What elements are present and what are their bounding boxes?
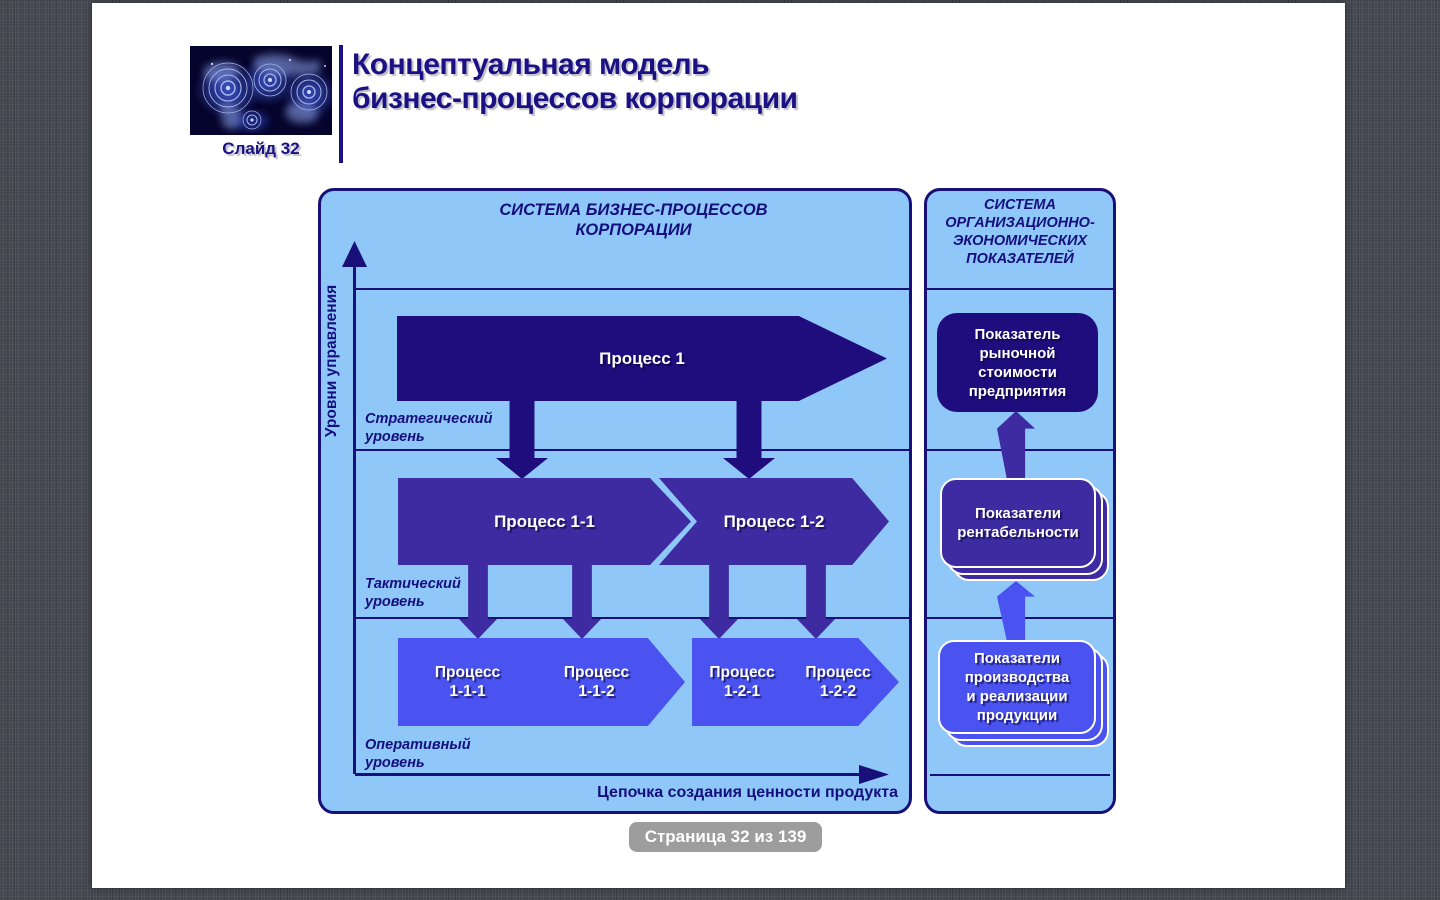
indicator-system-header: СИСТЕМА ОРГАНИЗАЦИОННО- ЭКОНОМИЧЕСКИХ ПО… [945, 197, 1095, 267]
page-indicator-text: Страница 32 из 139 [644, 827, 807, 846]
profitability-indicator-face: Показатели рентабельности [940, 478, 1096, 568]
page-indicator-badge: Страница 32 из 139 [629, 822, 822, 852]
presentation-slide: Слайд 32 Концептуальная модель бизнес-пр… [92, 3, 1345, 888]
process-1-1-arrow: Процесс 1-1 [398, 478, 691, 565]
profitability-indicator-label: Показатели рентабельности [957, 505, 1079, 541]
process-1-label: Процесс 1 [599, 348, 685, 368]
market-value-indicator-label: Показатель рыночной стоимости предприяти… [968, 325, 1067, 400]
process-1-2-arrow: Процесс 1-2 [659, 478, 889, 565]
value-chain-label: Цепочка создания ценности продукта [597, 784, 898, 801]
production-indicator-face: Показатели производства и реализации про… [938, 640, 1096, 734]
levels-axis-label: Уровни управления [323, 284, 340, 438]
section-line-operational [355, 617, 909, 619]
level-label-tactical: Тактический уровень [365, 576, 461, 610]
slide-number-label: Слайд 32 [222, 139, 300, 158]
world-map-logo [190, 46, 334, 135]
process-1-1-2-label: Процесс 1-1-2 [563, 664, 630, 700]
level-label-operational: Оперативный уровень [365, 737, 471, 771]
market-value-indicator-box: Показатель рыночной стоимости предприяти… [937, 313, 1098, 412]
process-1-2-label: Процесс 1-2 [723, 511, 825, 531]
process-1-2-2-label: Процесс 1-2-2 [805, 664, 871, 700]
process-1-arrow: Процесс 1 [397, 316, 887, 401]
level-label-strategic: Стратегический уровень [365, 411, 493, 445]
profitability-indicator-box: Показатели рентабельности [940, 478, 1109, 581]
header-divider [339, 45, 343, 163]
section-line-strategic [355, 288, 909, 290]
business-process-system-header: СИСТЕМА БИЗНЕС-ПРОЦЕССОВ КОРПОРАЦИИ [499, 201, 768, 239]
process-1-1-1-label: Процесс 1-1-1 [434, 664, 501, 700]
value-chain-line [355, 773, 865, 776]
production-indicator-label: Показатели производства и реализации про… [964, 650, 1070, 724]
section-line-tactical [355, 449, 909, 451]
levels-axis-line [353, 261, 356, 774]
right-section-line-1 [926, 288, 1114, 290]
slide-title: Концептуальная модель бизнес-процессов к… [352, 48, 798, 115]
production-indicator-box: Показатели производства и реализации про… [938, 640, 1109, 747]
process-1-2-1-label: Процесс 1-2-1 [709, 664, 775, 700]
right-section-line-4 [930, 774, 1110, 776]
process-1-1-label: Процесс 1-1 [494, 511, 595, 531]
